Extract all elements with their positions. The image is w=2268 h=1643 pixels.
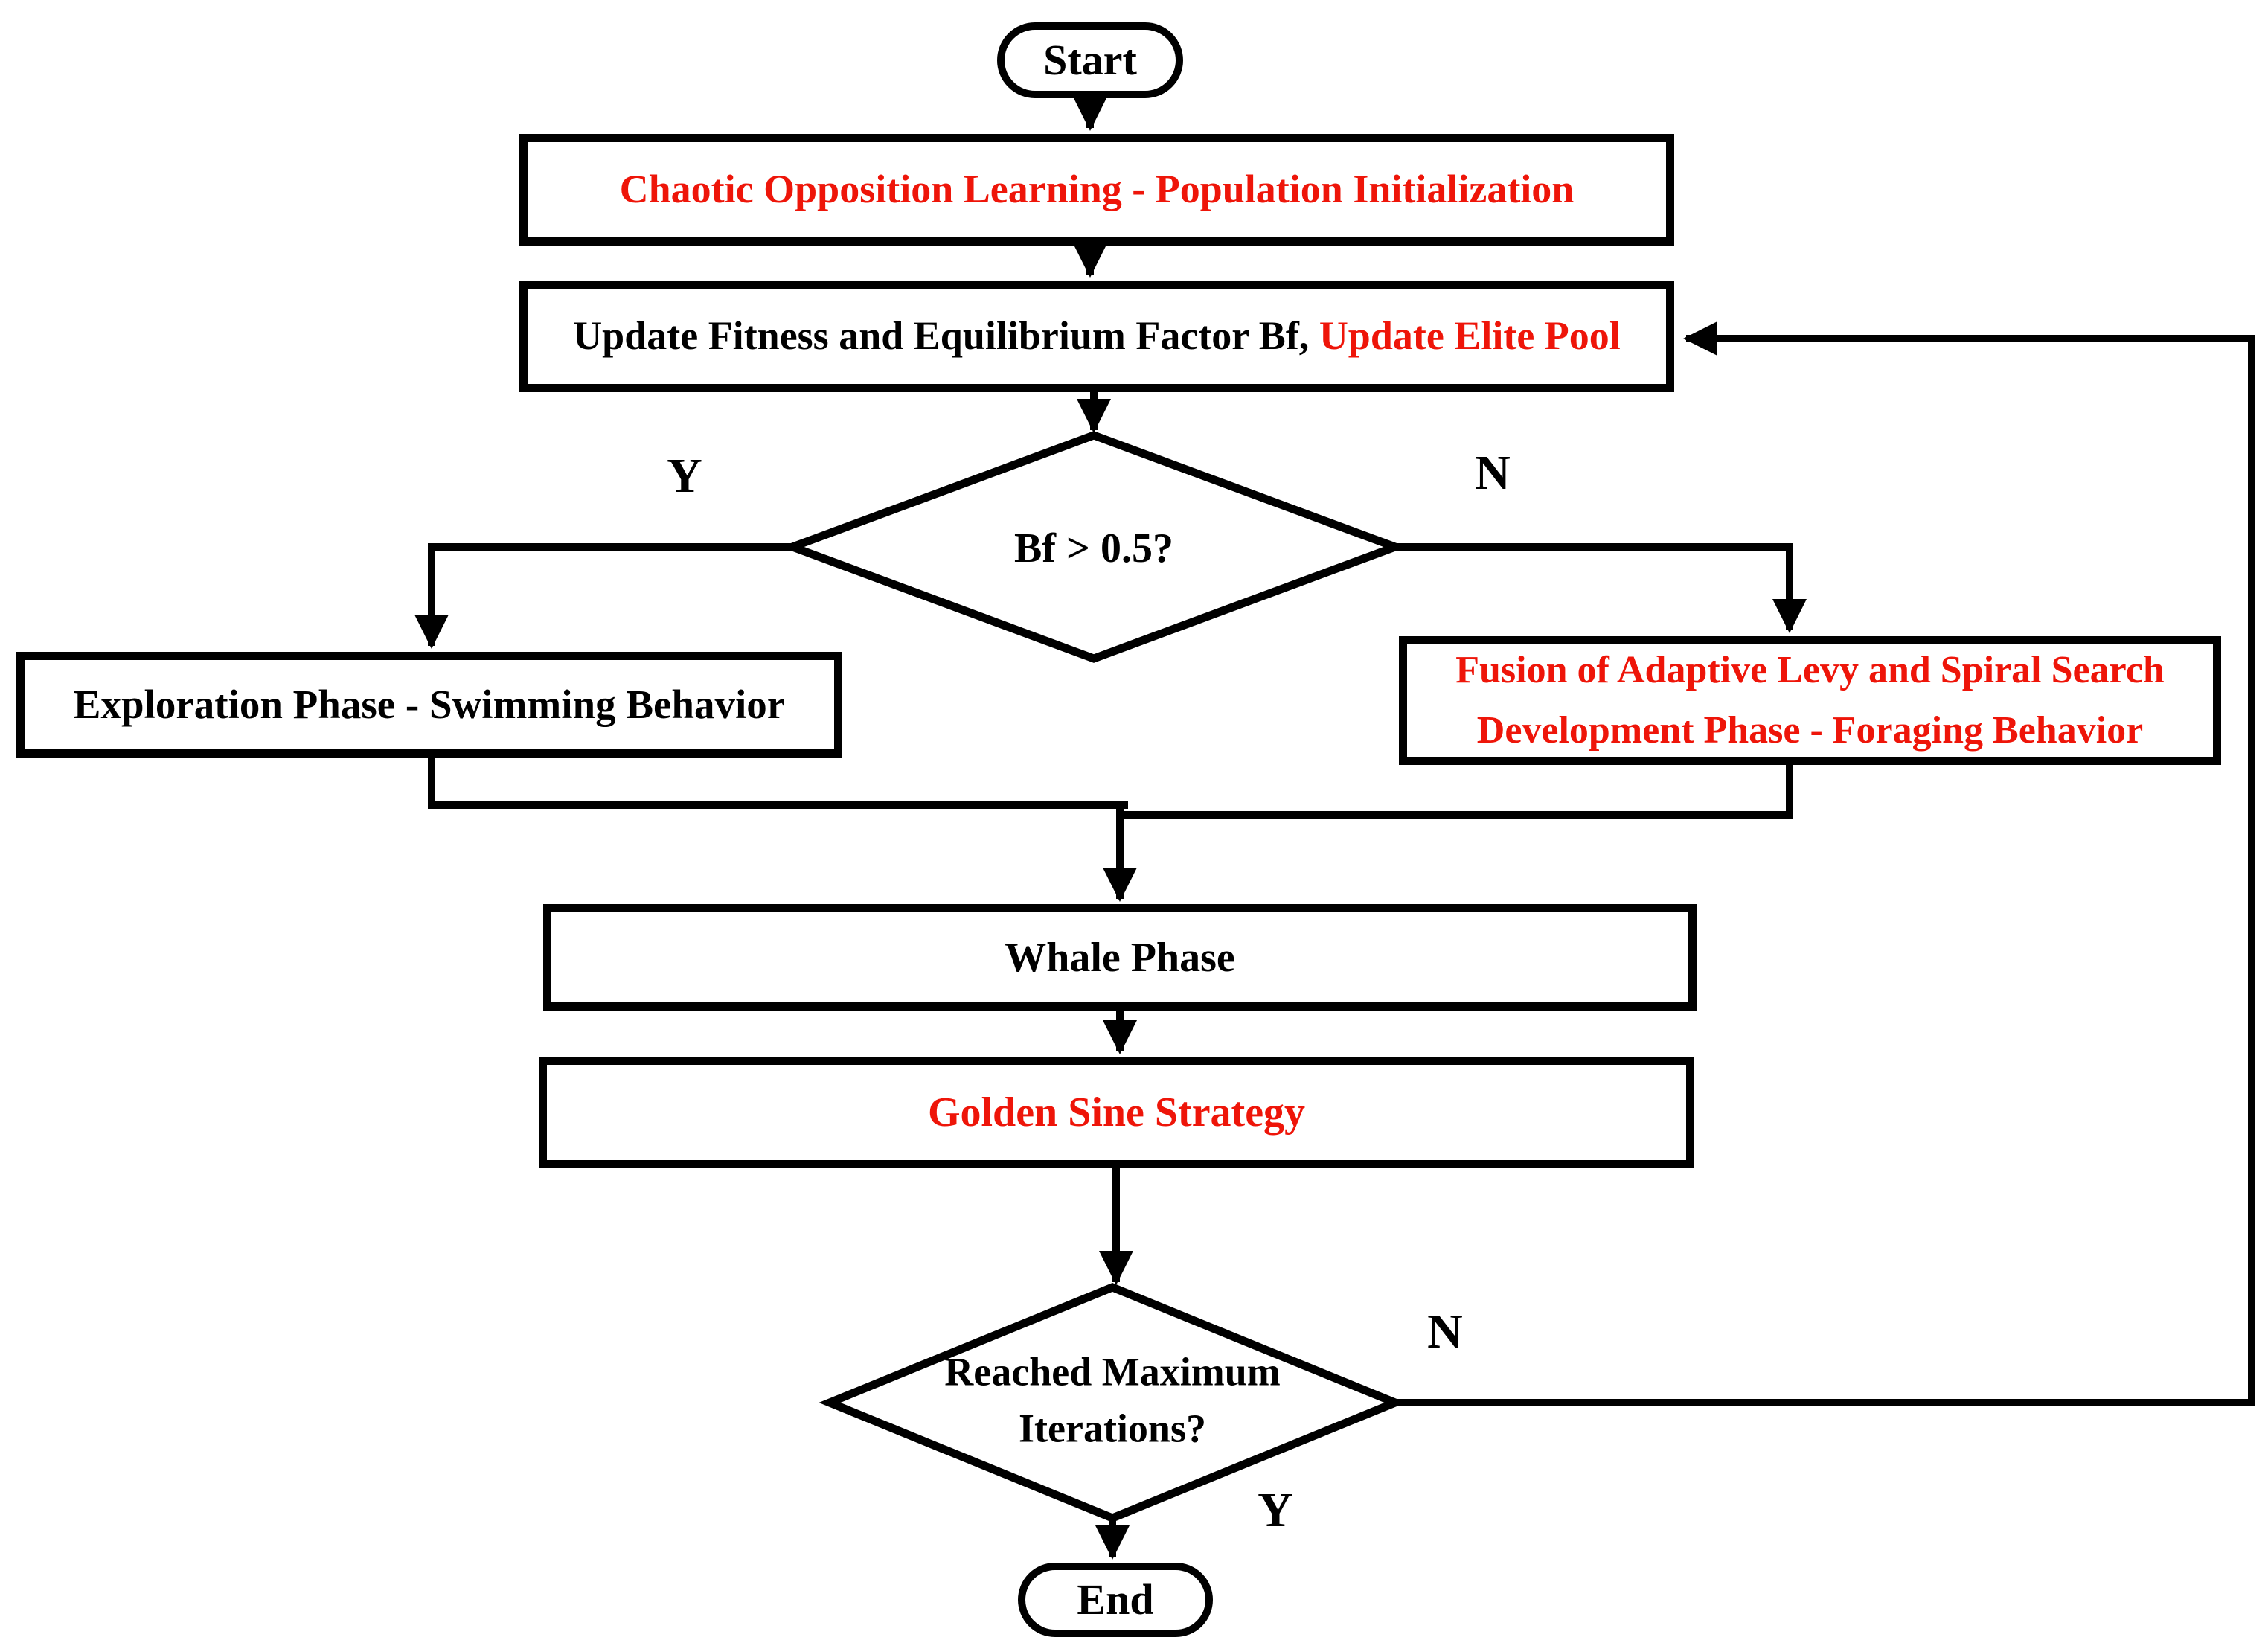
decision-iterations-line2: Iterations? — [1019, 1406, 1206, 1450]
decision-bf-label: Bf > 0.5? — [1014, 525, 1173, 571]
end-node: End — [1018, 1563, 1213, 1637]
update-label-black: Update Fitness and Equilibrium Factor Bf… — [573, 313, 1319, 359]
end-label: End — [1077, 1575, 1154, 1624]
fusion-label-line2: Development Phase - Foraging Behavior — [1476, 708, 2144, 752]
edge-fusion-merge — [1120, 762, 1793, 819]
golden-node: Golden Sine Strategy — [539, 1057, 1694, 1168]
whale-node: Whale Phase — [543, 904, 1697, 1011]
decision-iterations-label: Reached Maximum Iterations? — [944, 1344, 1280, 1456]
start-node: Start — [997, 22, 1183, 98]
fusion-label-line1: Fusion of Adaptive Levy and Spiral Searc… — [1455, 648, 2165, 691]
decision-iterations-yes-label: Y — [1258, 1483, 1293, 1537]
update-node: Update Fitness and Equilibrium Factor Bf… — [519, 281, 1674, 392]
edge-decision-no — [1391, 543, 1807, 634]
edge-iterations-no-feedback — [1391, 321, 2255, 1406]
whale-label: Whale Phase — [1005, 934, 1235, 981]
decision-bf-no-label: N — [1475, 446, 1511, 500]
decision-iterations-diamond — [819, 1283, 1406, 1522]
edge-decision-yes — [414, 543, 800, 650]
init-node: Chaotic Opposition Learning - Population… — [519, 134, 1674, 246]
exploration-label: Exploration Phase - Swimming Behavior — [73, 681, 786, 727]
decision-bf-yes-label: Y — [667, 449, 702, 503]
golden-label: Golden Sine Strategy — [927, 1089, 1306, 1136]
decision-bf-diamond — [781, 431, 1407, 663]
decision-iterations-no-label: N — [1427, 1304, 1463, 1359]
edge-exploration-merge — [428, 755, 1128, 809]
init-label: Chaotic Opposition Learning - Population… — [619, 167, 1575, 212]
decision-iterations-line1: Reached Maximum — [944, 1349, 1281, 1394]
update-label-red: Update Elite Pool — [1319, 313, 1621, 359]
fusion-node: Fusion of Adaptive Levy and Spiral Searc… — [1399, 636, 2221, 765]
exploration-node: Exploration Phase - Swimming Behavior — [16, 652, 842, 758]
start-label: Start — [1043, 35, 1137, 84]
update-label: Update Fitness and Equilibrium Factor Bf… — [573, 311, 1621, 362]
